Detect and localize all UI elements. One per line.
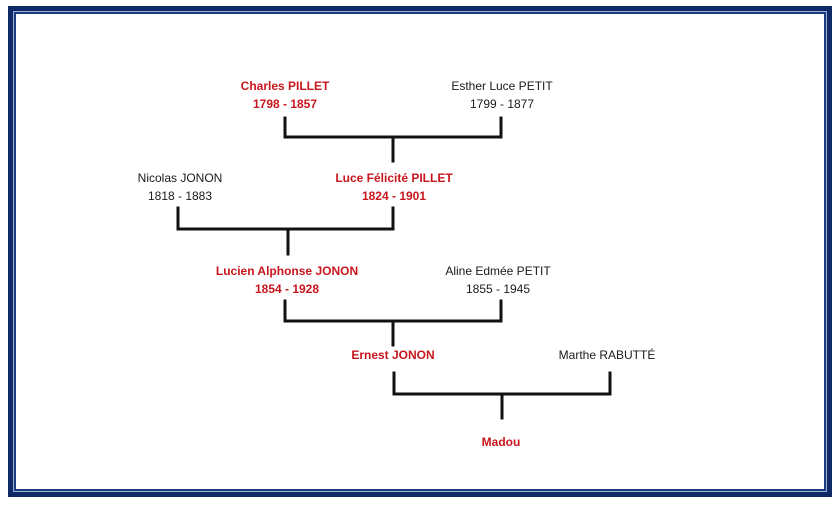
frame-gap-line: [13, 11, 827, 492]
person-dates: 1854 - 1928: [254, 282, 320, 296]
person-name: Luce Félicité PILLET: [335, 171, 453, 185]
decorative-frame: [8, 6, 832, 497]
frame-inner-line: [14, 12, 826, 491]
person-dates: 1824 - 1901: [361, 189, 427, 203]
union-connector-charles-esther: [283, 116, 503, 163]
person-esther-luce-petit: Esther Luce PETIT 1799 - 1877: [451, 77, 552, 113]
union-connector-nicolas-luce: [176, 206, 395, 256]
union-connector-lucien-aline: [283, 299, 503, 347]
person-name: Madou: [481, 435, 521, 449]
person-luce-felicite-pillet: Luce Félicité PILLET 1824 - 1901: [335, 169, 452, 205]
person-lucien-alphonse-jonon: Lucien Alphonse JONON 1854 - 1928: [216, 262, 358, 298]
person-dates: 1818 - 1883: [147, 189, 213, 203]
bracket-charles-esther: [283, 116, 503, 139]
person-nicolas-jonon: Nicolas JONON 1818 - 1883: [138, 169, 223, 205]
person-aline-edmee-petit: Aline Edmée PETIT 1855 - 1945: [445, 262, 550, 298]
person-dates: 1799 - 1877: [469, 97, 535, 111]
person-marthe-rabutte: Marthe RABUTTÉ: [559, 346, 656, 364]
bracket-lucien-aline: [283, 299, 503, 323]
union-connector-ernest-marthe: [392, 371, 612, 420]
person-dates: 1855 - 1945: [465, 282, 531, 296]
person-dates: 1798 - 1857: [252, 97, 318, 111]
person-name: Nicolas JONON: [137, 171, 223, 185]
person-ernest-jonon: Ernest JONON: [351, 346, 434, 364]
person-name: Marthe RABUTTÉ: [558, 348, 656, 362]
bracket-nicolas-luce: [176, 206, 395, 231]
person-charles-pillet: Charles PILLET 1798 - 1857: [241, 77, 330, 113]
bracket-ernest-marthe: [392, 371, 612, 396]
person-name: Ernest JONON: [351, 348, 435, 362]
person-name: Lucien Alphonse JONON: [215, 264, 359, 278]
person-madou: Madou: [482, 433, 521, 451]
person-name: Charles PILLET: [240, 79, 330, 93]
person-name: Esther Luce PETIT: [451, 79, 553, 93]
person-name: Aline Edmée PETIT: [445, 264, 551, 278]
